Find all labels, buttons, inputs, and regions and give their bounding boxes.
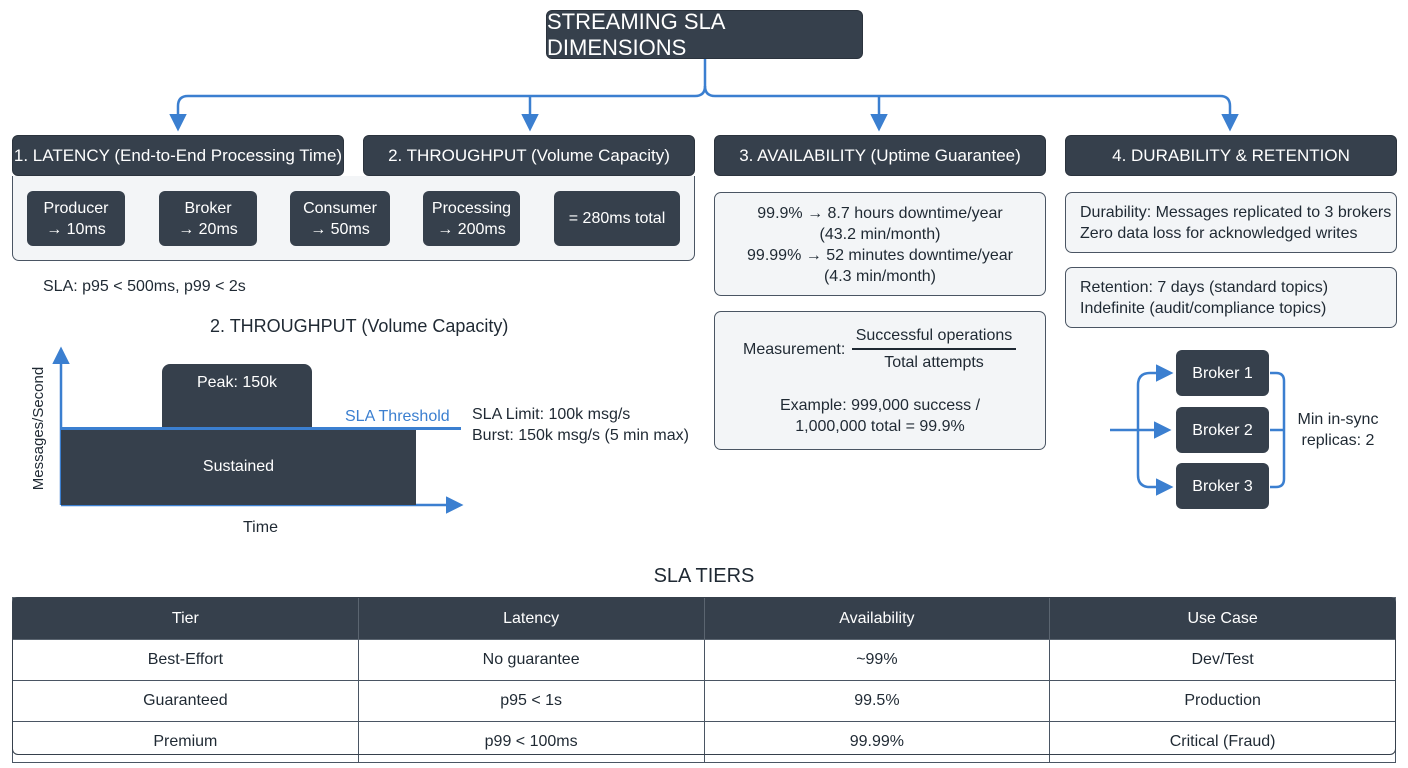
broker-3: Broker 3 bbox=[1176, 463, 1269, 509]
fraction-numerator: Successful operations bbox=[855, 327, 1013, 344]
broker-label: Broker 1 bbox=[1192, 364, 1253, 382]
broker-label: Broker 3 bbox=[1192, 477, 1253, 495]
replication-line bbox=[1136, 364, 1174, 430]
title-connector bbox=[703, 85, 1239, 132]
x-axis-label: Time bbox=[243, 519, 278, 536]
table-cell: p95 < 1s bbox=[357, 680, 705, 722]
fraction-bar bbox=[852, 348, 1016, 350]
throughput-title: 2. THROUGHPUT (Volume Capacity) bbox=[210, 316, 509, 336]
table-cell: Best-Effort bbox=[12, 639, 359, 681]
replication-line bbox=[1136, 430, 1174, 496]
peak-label: Peak: 150k bbox=[196, 374, 278, 391]
table-cell: 99.99% bbox=[703, 721, 1051, 763]
sla-threshold-line bbox=[61, 427, 461, 430]
table-cell: Dev/Test bbox=[1049, 639, 1396, 681]
availability-line: (4.3 min/month) bbox=[823, 268, 937, 285]
fraction-denominator: Total attempts bbox=[884, 354, 984, 371]
table-cell: Premium bbox=[12, 721, 359, 763]
peak-area: Peak: 150k bbox=[162, 364, 312, 430]
column-header: Availability bbox=[703, 597, 1051, 640]
column-header: Tier bbox=[12, 597, 359, 640]
latency-total: = 280ms total bbox=[554, 191, 680, 246]
table-cell: p99 < 100ms bbox=[357, 721, 705, 763]
stage-name: Producer bbox=[43, 199, 109, 217]
durability-panel bbox=[1065, 192, 1397, 253]
stage-consumer: Consumer → 50ms bbox=[290, 191, 390, 246]
availability-line: (43.2 min/month) bbox=[819, 226, 941, 243]
availability-downtime-panel bbox=[714, 192, 1046, 296]
example-line: Example: 999,000 success / bbox=[779, 397, 981, 414]
availability-measurement-panel bbox=[714, 311, 1046, 450]
broker-1: Broker 1 bbox=[1176, 350, 1269, 396]
availability-line: 99.9% → 8.7 hours downtime/year bbox=[757, 205, 1003, 222]
stage-value: → 50ms bbox=[310, 220, 370, 238]
stage-name: Consumer bbox=[303, 199, 377, 217]
stage-broker: Broker → 20ms bbox=[159, 191, 257, 246]
column-header: Latency bbox=[357, 597, 705, 640]
table-header-row: Tier Latency Availability Use Case bbox=[12, 597, 1396, 640]
stage-value: → 10ms bbox=[46, 220, 106, 238]
sustained-label: Sustained bbox=[202, 458, 275, 475]
example-line: 1,000,000 total = 99.9% bbox=[795, 418, 965, 435]
min-isr-label: replicas: 2 bbox=[1301, 432, 1375, 449]
throughput-header: 2. THROUGHPUT (Volume Capacity) bbox=[363, 135, 695, 176]
table-cell: Critical (Fraud) bbox=[1049, 721, 1396, 763]
diagram-title: STREAMING SLA DIMENSIONS bbox=[546, 9, 863, 60]
table-row: Best-Effort No guarantee ~99% Dev/Test bbox=[12, 639, 1396, 681]
retention-line: Indefinite (audit/compliance topics) bbox=[1080, 300, 1327, 317]
table-cell: No guarantee bbox=[357, 639, 705, 681]
stage-producer: Producer → 10ms bbox=[27, 191, 125, 246]
durability-header: 4. DURABILITY & RETENTION bbox=[1065, 135, 1397, 176]
latency-total-text: = 280ms total bbox=[568, 210, 666, 227]
availability-line: 99.99% → 52 minutes downtime/year bbox=[747, 247, 1013, 264]
stage-value: → 200ms bbox=[437, 220, 506, 238]
table-cell: Guaranteed bbox=[12, 680, 359, 722]
sla-limit-text: SLA Limit: 100k msg/s bbox=[472, 406, 631, 423]
retention-panel bbox=[1065, 267, 1397, 328]
sustained-area: Sustained bbox=[61, 428, 416, 505]
durability-line: Durability: Messages replicated to 3 bro… bbox=[1080, 204, 1392, 221]
availability-header: 3. AVAILABILITY (Uptime Guarantee) bbox=[714, 135, 1046, 176]
table-cell: ~99% bbox=[703, 639, 1051, 681]
measurement-label: Measurement: bbox=[743, 341, 846, 358]
table-row: Premium p99 < 100ms 99.99% Critical (Fra… bbox=[12, 721, 1396, 763]
sla-threshold-label: SLA Threshold bbox=[345, 408, 450, 425]
table-cell: 99.5% bbox=[703, 680, 1051, 722]
broker-label: Broker 2 bbox=[1192, 421, 1253, 439]
stage-processing: Processing → 200ms bbox=[423, 191, 520, 246]
title-connector bbox=[169, 58, 707, 132]
stage-name: Processing bbox=[431, 199, 512, 217]
table-cell: Production bbox=[1049, 680, 1396, 722]
latency-sla-text: SLA: p95 < 500ms, p99 < 2s bbox=[43, 278, 246, 295]
table-row: Guaranteed p95 < 1s 99.5% Production bbox=[12, 680, 1396, 722]
min-isr-label: Min in-sync bbox=[1297, 411, 1379, 428]
durability-line: Zero data loss for acknowledged writes bbox=[1080, 225, 1358, 242]
burst-text: Burst: 150k msg/s (5 min max) bbox=[472, 427, 689, 444]
retention-line: Retention: 7 days (standard topics) bbox=[1080, 279, 1329, 296]
stage-value: → 20ms bbox=[178, 220, 238, 238]
tiers-table: Tier Latency Availability Use Case Best-… bbox=[12, 597, 1396, 763]
column-header: Use Case bbox=[1049, 597, 1396, 640]
latency-header: 1. LATENCY (End-to-End Processing Time) bbox=[12, 135, 344, 176]
stage-name: Broker bbox=[184, 199, 232, 217]
tiers-title: SLA TIERS bbox=[653, 565, 755, 587]
broker-2: Broker 2 bbox=[1176, 407, 1269, 453]
y-axis-label: Messages/Second bbox=[30, 366, 48, 491]
